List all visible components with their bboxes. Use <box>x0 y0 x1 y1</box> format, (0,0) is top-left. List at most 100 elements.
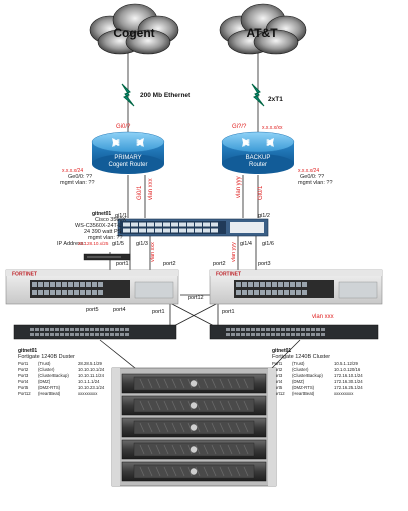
switch-ip: 28.128.10.x/25 <box>78 241 109 246</box>
cogent-cloud: Cogent <box>89 3 179 55</box>
backup-wan-if: Gi?/? <box>232 124 247 130</box>
fortinet-logo-1: FORTINET <box>12 272 37 278</box>
backup-router: BACKUP Router <box>221 131 295 174</box>
cluster-left-row-port: Port12 <box>18 391 31 396</box>
router-arrows-icon <box>242 138 274 147</box>
server-unit <box>121 439 267 460</box>
att-label: AT&T <box>246 26 278 40</box>
server-logo-icon <box>190 424 198 431</box>
server-unit <box>121 461 267 482</box>
att-lightning-icon <box>251 83 265 107</box>
vlan-label-bottom: vlan xxx <box>312 314 334 320</box>
server-unit <box>121 395 267 416</box>
server-unit <box>121 373 267 394</box>
cluster-left-row-port: Port1 <box>18 361 29 366</box>
cluster-left-row-ip: 10.10.10.1/24 <box>78 367 105 372</box>
cluster-left-info: gitnet01 Fortigate 1240B Duster Port1 (T… <box>18 348 105 396</box>
primary-ip2: Ge0/0: ?? <box>68 174 92 180</box>
core-switch <box>117 218 269 237</box>
cluster-left-row-port: Port5 <box>18 385 29 390</box>
cluster-left-row-role: (ClusterBackup) <box>38 373 69 378</box>
cluster-right-row-ip: xxxxxxxxx <box>334 391 354 396</box>
cluster-right-row-ip: 10.1.0.120/16 <box>334 367 361 372</box>
switch-model: Cisco 3560X <box>95 217 127 223</box>
cluster-right-row-role: (DMZ) <box>292 379 305 384</box>
cluster-right-row-ip: 172.16.25.1/24 <box>334 385 363 390</box>
cluster-right-row-port: Port3 <box>272 373 283 378</box>
backup-router-desc: Router <box>249 162 267 168</box>
server-unit <box>121 417 267 438</box>
fw1-port2: port2 <box>163 261 176 267</box>
cluster-left-row-ip: xxxxxxxxx <box>78 391 98 396</box>
lower-left-port-label: port1 <box>152 309 165 315</box>
fw2-port2: port2 <box>213 261 226 267</box>
switch-mgmt: mgmt vlan: ?? <box>88 235 123 241</box>
server-logo-icon <box>190 380 198 387</box>
primary-router-desc: Cogent Router <box>108 162 147 168</box>
lower-switch-right <box>209 324 379 340</box>
vlan-label-2: vlan yyy <box>236 176 242 198</box>
cluster-left-row-role: (DMZ-RTS) <box>38 385 61 390</box>
cogent-link-label: 200 Mb Ethernet <box>140 92 191 99</box>
fw1-port5: port5 <box>86 307 99 313</box>
cluster-right-row-ip: 172.16.30.1/24 <box>334 379 363 384</box>
backup-router-name: BACKUP <box>246 155 271 161</box>
switch-name: gitnet01 <box>92 211 111 217</box>
cluster-left-row-ip: 28.28.5.1/29 <box>78 361 103 366</box>
vlan-label-3: vlan xxx <box>150 242 156 262</box>
cluster-right-row-role: (HeartBeat) <box>292 391 315 396</box>
switch-ports: 24 390 watt PS <box>84 229 122 235</box>
backup-ip2: Ge0/0: ?? <box>300 174 324 180</box>
fortinet-logo-2: FORTINET <box>216 272 241 278</box>
cluster-right-row-port: Port5 <box>272 385 283 390</box>
cluster-right-row-role: (Trust) <box>292 361 305 366</box>
primary-mgmt: mgmt vlan: ?? <box>60 180 95 186</box>
port-gi1-4: gi1/4 <box>240 241 252 247</box>
switch-part: WS-C3560X-24T-L <box>75 223 121 229</box>
cluster-left-row-port: Port3 <box>18 373 29 378</box>
port-gi1-6: gi1/6 <box>262 241 274 247</box>
cluster-left-row-port: Port4 <box>18 379 29 384</box>
cluster-right-row-role: (DMZ-RTS) <box>292 385 315 390</box>
firewall-secondary: FORTINET <box>209 269 383 305</box>
lower-switch-left <box>13 324 177 340</box>
cluster-left-model: Fortigate 1240B Duster <box>18 354 75 360</box>
backup-ip: x.x.x.x/24 <box>298 168 319 174</box>
backup-wan-ip: x.x.x.x/xx <box>262 125 283 131</box>
router-arrows-icon <box>112 138 144 147</box>
cluster-right-row-ip: 10.5.1.12/29 <box>334 361 359 366</box>
cluster-right-row-role: (Cluster) <box>292 367 309 372</box>
fw2-port3: port3 <box>258 261 271 267</box>
firewall-primary: FORTINET <box>5 269 179 305</box>
primary-wan-if: Gi0/? <box>116 124 131 130</box>
vlan-label-1: vlan xxx <box>148 178 154 200</box>
cogent-lightning-icon <box>121 83 135 107</box>
backup-lan-if: Gi0/1 <box>258 185 264 200</box>
port-gi1-5: gi1/5 <box>112 241 124 247</box>
cluster-right-model: Fortigate 1240B Cluster <box>272 354 330 360</box>
cluster-right-row-role: (ClusterBackup) <box>292 373 323 378</box>
switch-ip-label: IP Address: <box>57 241 85 247</box>
lower-right-port-label: port1 <box>222 309 235 315</box>
primary-router: PRIMARY Cogent Router <box>91 131 165 174</box>
cluster-right-name: gitnet01 <box>272 348 291 354</box>
port-gi1-1: gi1/1 <box>115 213 127 219</box>
cluster-left-name: gitnet01 <box>18 348 37 354</box>
cluster-left-row-ip: 10.10.11.1/24 <box>78 373 105 378</box>
cluster-right-info: gitnet01 Fortigate 1240B Cluster Port1 (… <box>272 348 363 396</box>
fw1-port1-top: port1 <box>116 261 129 267</box>
cluster-left-row-role: (DMZ) <box>38 379 51 384</box>
vlan-label-4: vlan yyy <box>231 242 237 262</box>
primary-ip: x.x.x.x/24 <box>62 168 83 174</box>
cluster-left-row-port: Port2 <box>18 367 29 372</box>
cluster-right-row-port: Port2 <box>272 367 283 372</box>
server-logo-icon <box>190 446 198 453</box>
cluster-right-row-port: Port1 <box>272 361 283 366</box>
cogent-label: Cogent <box>113 26 154 40</box>
cluster-right-row-port: Port4 <box>272 379 283 384</box>
att-cloud: AT&T <box>219 3 307 55</box>
primary-lan-if: Gi0/1 <box>137 185 143 200</box>
small-appliance <box>83 253 131 261</box>
cluster-right-row-port: Port12 <box>272 391 285 396</box>
